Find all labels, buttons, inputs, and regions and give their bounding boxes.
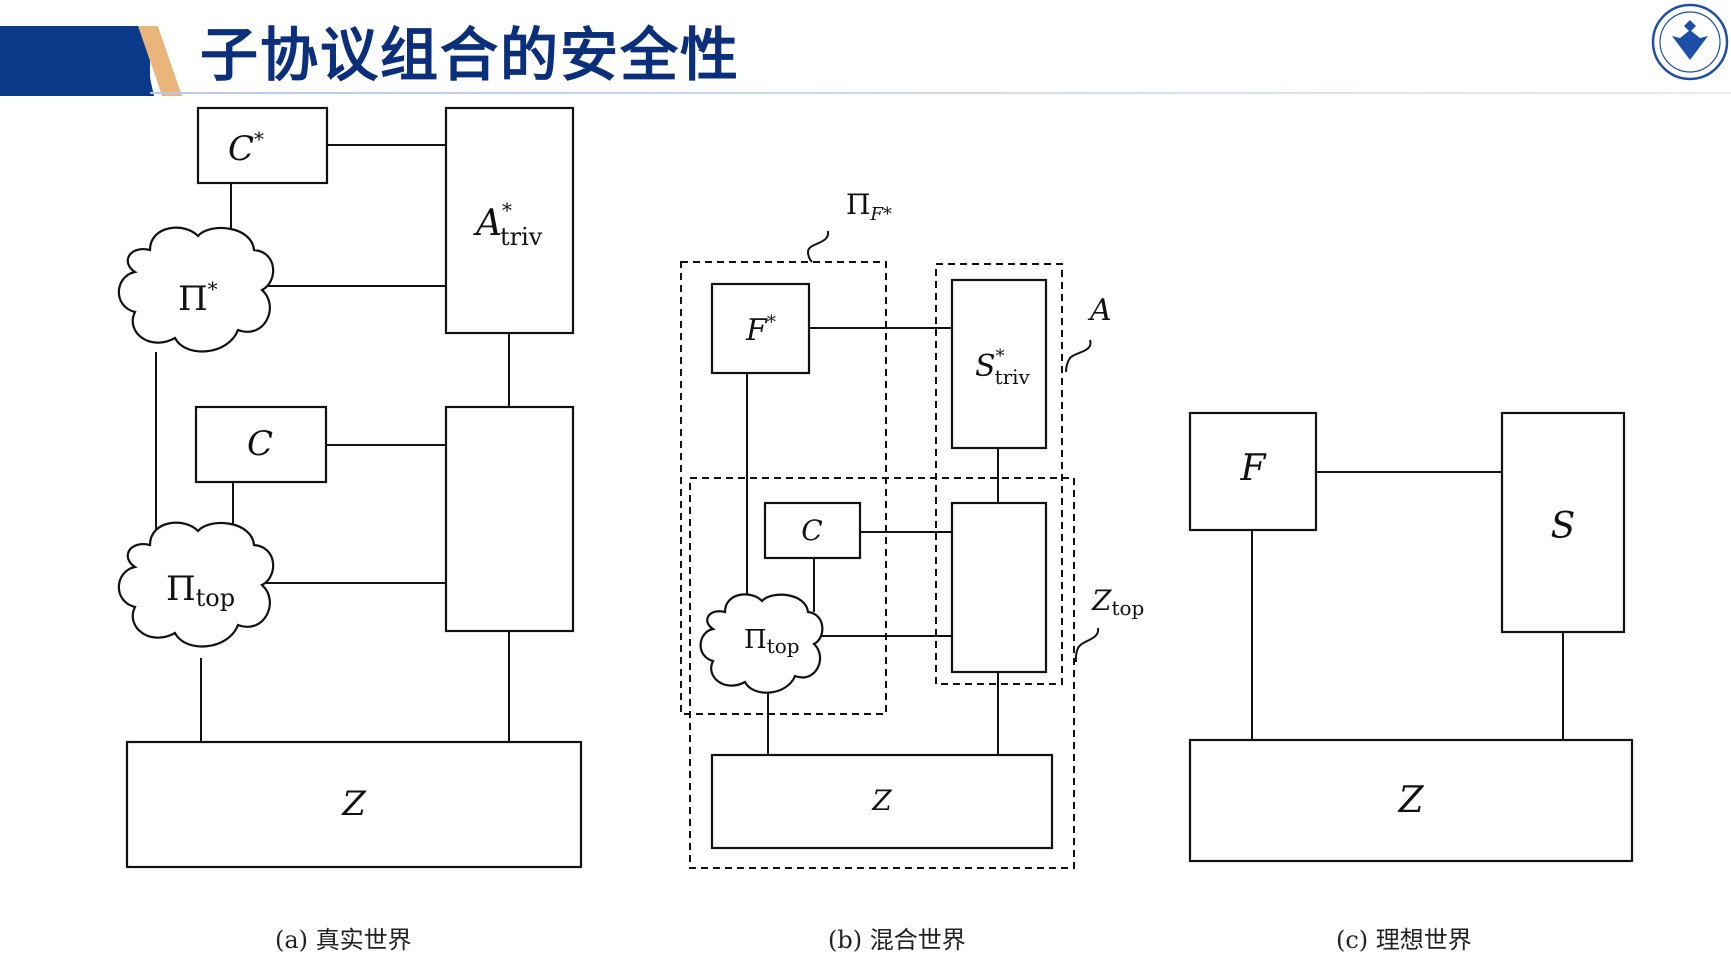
panel-real-world: C* A*triv Π* C Πtop Z bbox=[117, 106, 583, 869]
z-box-ideal bbox=[1188, 738, 1634, 863]
z-box-hybrid bbox=[710, 753, 1054, 850]
s-triv-label: S*triv bbox=[975, 346, 1031, 389]
panel-ideal-world: F S Z bbox=[1188, 411, 1634, 863]
a-triv-box bbox=[444, 106, 575, 335]
pi-top-cloud-hybrid bbox=[699, 593, 824, 694]
pi-top-cloud bbox=[117, 521, 275, 648]
caption-ideal-world: (c) 理想世界 bbox=[1336, 926, 1472, 954]
f-box bbox=[1188, 411, 1318, 532]
adversary-label: A bbox=[1087, 293, 1112, 328]
z-label-hybrid: Z bbox=[871, 784, 892, 817]
f-label: F bbox=[1240, 448, 1268, 489]
c-box bbox=[194, 405, 328, 484]
c-star-box bbox=[196, 106, 329, 185]
pi-star-label: Π* bbox=[178, 277, 218, 319]
zhejiang-university-seal-icon bbox=[1651, 3, 1729, 81]
header-rule bbox=[150, 92, 1731, 94]
relay-box bbox=[444, 405, 575, 633]
a-triv-label: A*triv bbox=[473, 198, 543, 251]
pi-top-label-hybrid: Πtop bbox=[744, 625, 800, 658]
c-star-label: C* bbox=[228, 127, 264, 169]
pi-f-star-label: ΠF* bbox=[846, 188, 892, 225]
s-label: S bbox=[1551, 506, 1576, 547]
panel-hybrid-world: ΠF* F* S*triv A C Πtop Ztop Z bbox=[680, 188, 1144, 869]
z-top-region bbox=[689, 477, 1075, 869]
pi-top-label: Πtop bbox=[166, 569, 235, 612]
s-triv-box bbox=[950, 278, 1048, 450]
c-box-hybrid bbox=[763, 501, 862, 560]
caption-hybrid-world: (b) 混合世界 bbox=[828, 926, 966, 954]
z-label-ideal: Z bbox=[1397, 780, 1424, 821]
f-star-box bbox=[710, 282, 811, 375]
z-top-label: Ztop bbox=[1091, 584, 1144, 620]
s-box bbox=[1500, 411, 1626, 634]
z-label: Z bbox=[341, 784, 367, 824]
page-title: 子协议组合的安全性 bbox=[200, 21, 741, 89]
pi-star-cloud bbox=[117, 226, 275, 353]
c-label: C bbox=[247, 424, 273, 464]
relay-box-hybrid bbox=[950, 501, 1048, 674]
caption-real-world: (a) 真实世界 bbox=[275, 926, 412, 954]
c-label-hybrid: C bbox=[801, 514, 822, 547]
pi-f-star-region bbox=[680, 261, 887, 715]
adversary-region bbox=[935, 263, 1063, 685]
z-box bbox=[125, 740, 583, 869]
f-star-label: F* bbox=[745, 312, 776, 348]
